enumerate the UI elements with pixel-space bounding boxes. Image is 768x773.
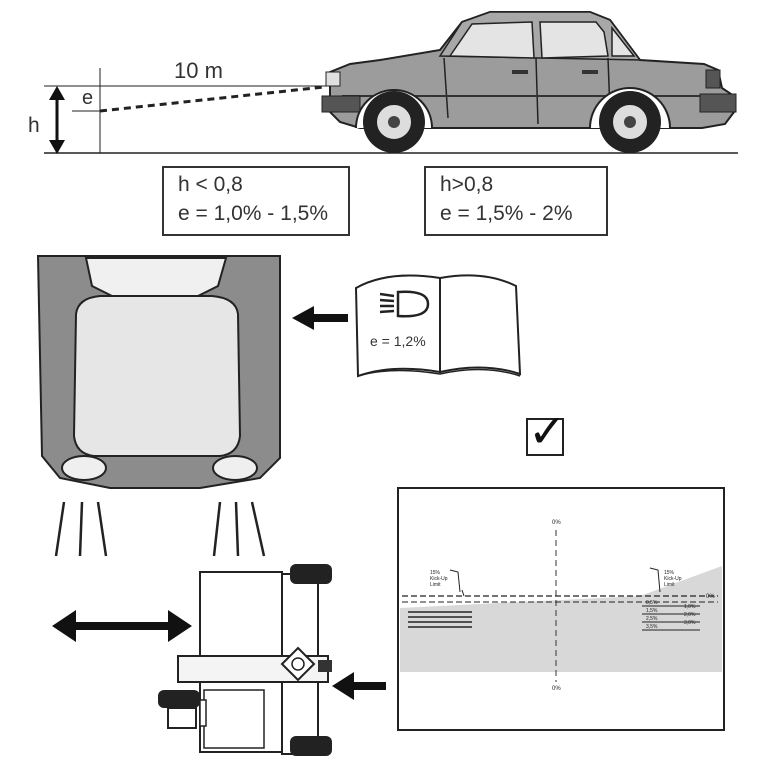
info-box-high-line1: h>0,8 bbox=[440, 173, 494, 196]
arrow-left-icon bbox=[292, 306, 348, 330]
double-arrow-icon bbox=[52, 610, 192, 642]
scale-left-3: 3,5% bbox=[646, 624, 658, 630]
scale-right-1: 2,0% bbox=[684, 612, 696, 618]
scale-left-0: 0,5% bbox=[646, 600, 658, 606]
offset-label: e bbox=[82, 87, 93, 109]
headlamp-left bbox=[61, 455, 107, 481]
distance-label: 10 m bbox=[174, 58, 223, 83]
left-scale bbox=[408, 611, 472, 628]
screen-bottom-percent: 0% bbox=[552, 686, 561, 692]
scale-left-1: 1,5% bbox=[646, 608, 658, 614]
kickup-left-line1: 15% bbox=[430, 570, 441, 576]
headlight-aligner bbox=[158, 564, 332, 756]
headlamp-low-beam-icon bbox=[379, 290, 430, 318]
info-box-low-line2: e = 1,0% - 1,5% bbox=[178, 202, 329, 225]
kickup-marker-right bbox=[649, 567, 661, 593]
kickup-left-line3: Limit bbox=[430, 582, 441, 588]
scale-left-2: 2,5% bbox=[646, 616, 658, 622]
screen-top-percent: 0% bbox=[552, 520, 561, 526]
light-beams bbox=[54, 501, 266, 557]
alignment-screen: 0% 0% 0% 15% Kick-Up Limit 15% Kick-Up L… bbox=[397, 487, 725, 731]
scale-right-0: 1,0% bbox=[684, 604, 696, 610]
kickup-right-line2: Kick-Up bbox=[664, 576, 682, 582]
right-scale bbox=[642, 605, 700, 631]
horizon-label: 0% bbox=[706, 594, 715, 600]
info-box-high-line2: e = 1,5% - 2% bbox=[440, 202, 573, 225]
car-side-view bbox=[321, 11, 737, 153]
measurement-lines bbox=[44, 68, 327, 153]
kickup-left-line2: Kick-Up bbox=[430, 576, 448, 582]
check-mark-icon: ✓ bbox=[528, 404, 567, 458]
kickup-right-line3: Limit bbox=[664, 582, 675, 588]
arrow-left-icon bbox=[332, 672, 386, 700]
manual-value: e = 1,2% bbox=[370, 333, 426, 349]
info-box-low-height: h < 0,8 e = 1,0% - 1,5% bbox=[162, 166, 350, 236]
info-box-low-line1: h < 0,8 bbox=[178, 173, 243, 196]
car-top-view bbox=[36, 255, 281, 489]
info-box-high-height: h>0,8 e = 1,5% - 2% bbox=[424, 166, 608, 236]
height-label: h bbox=[28, 114, 40, 137]
check-box bbox=[526, 418, 564, 456]
kickup-marker-left bbox=[449, 569, 461, 593]
scale-right-2: 3,0% bbox=[684, 620, 696, 626]
manual-book: e = 1,2% bbox=[354, 274, 522, 378]
kickup-right-line1: 15% bbox=[664, 570, 675, 576]
headlamp-right bbox=[212, 455, 258, 481]
height-arrow bbox=[49, 86, 65, 154]
